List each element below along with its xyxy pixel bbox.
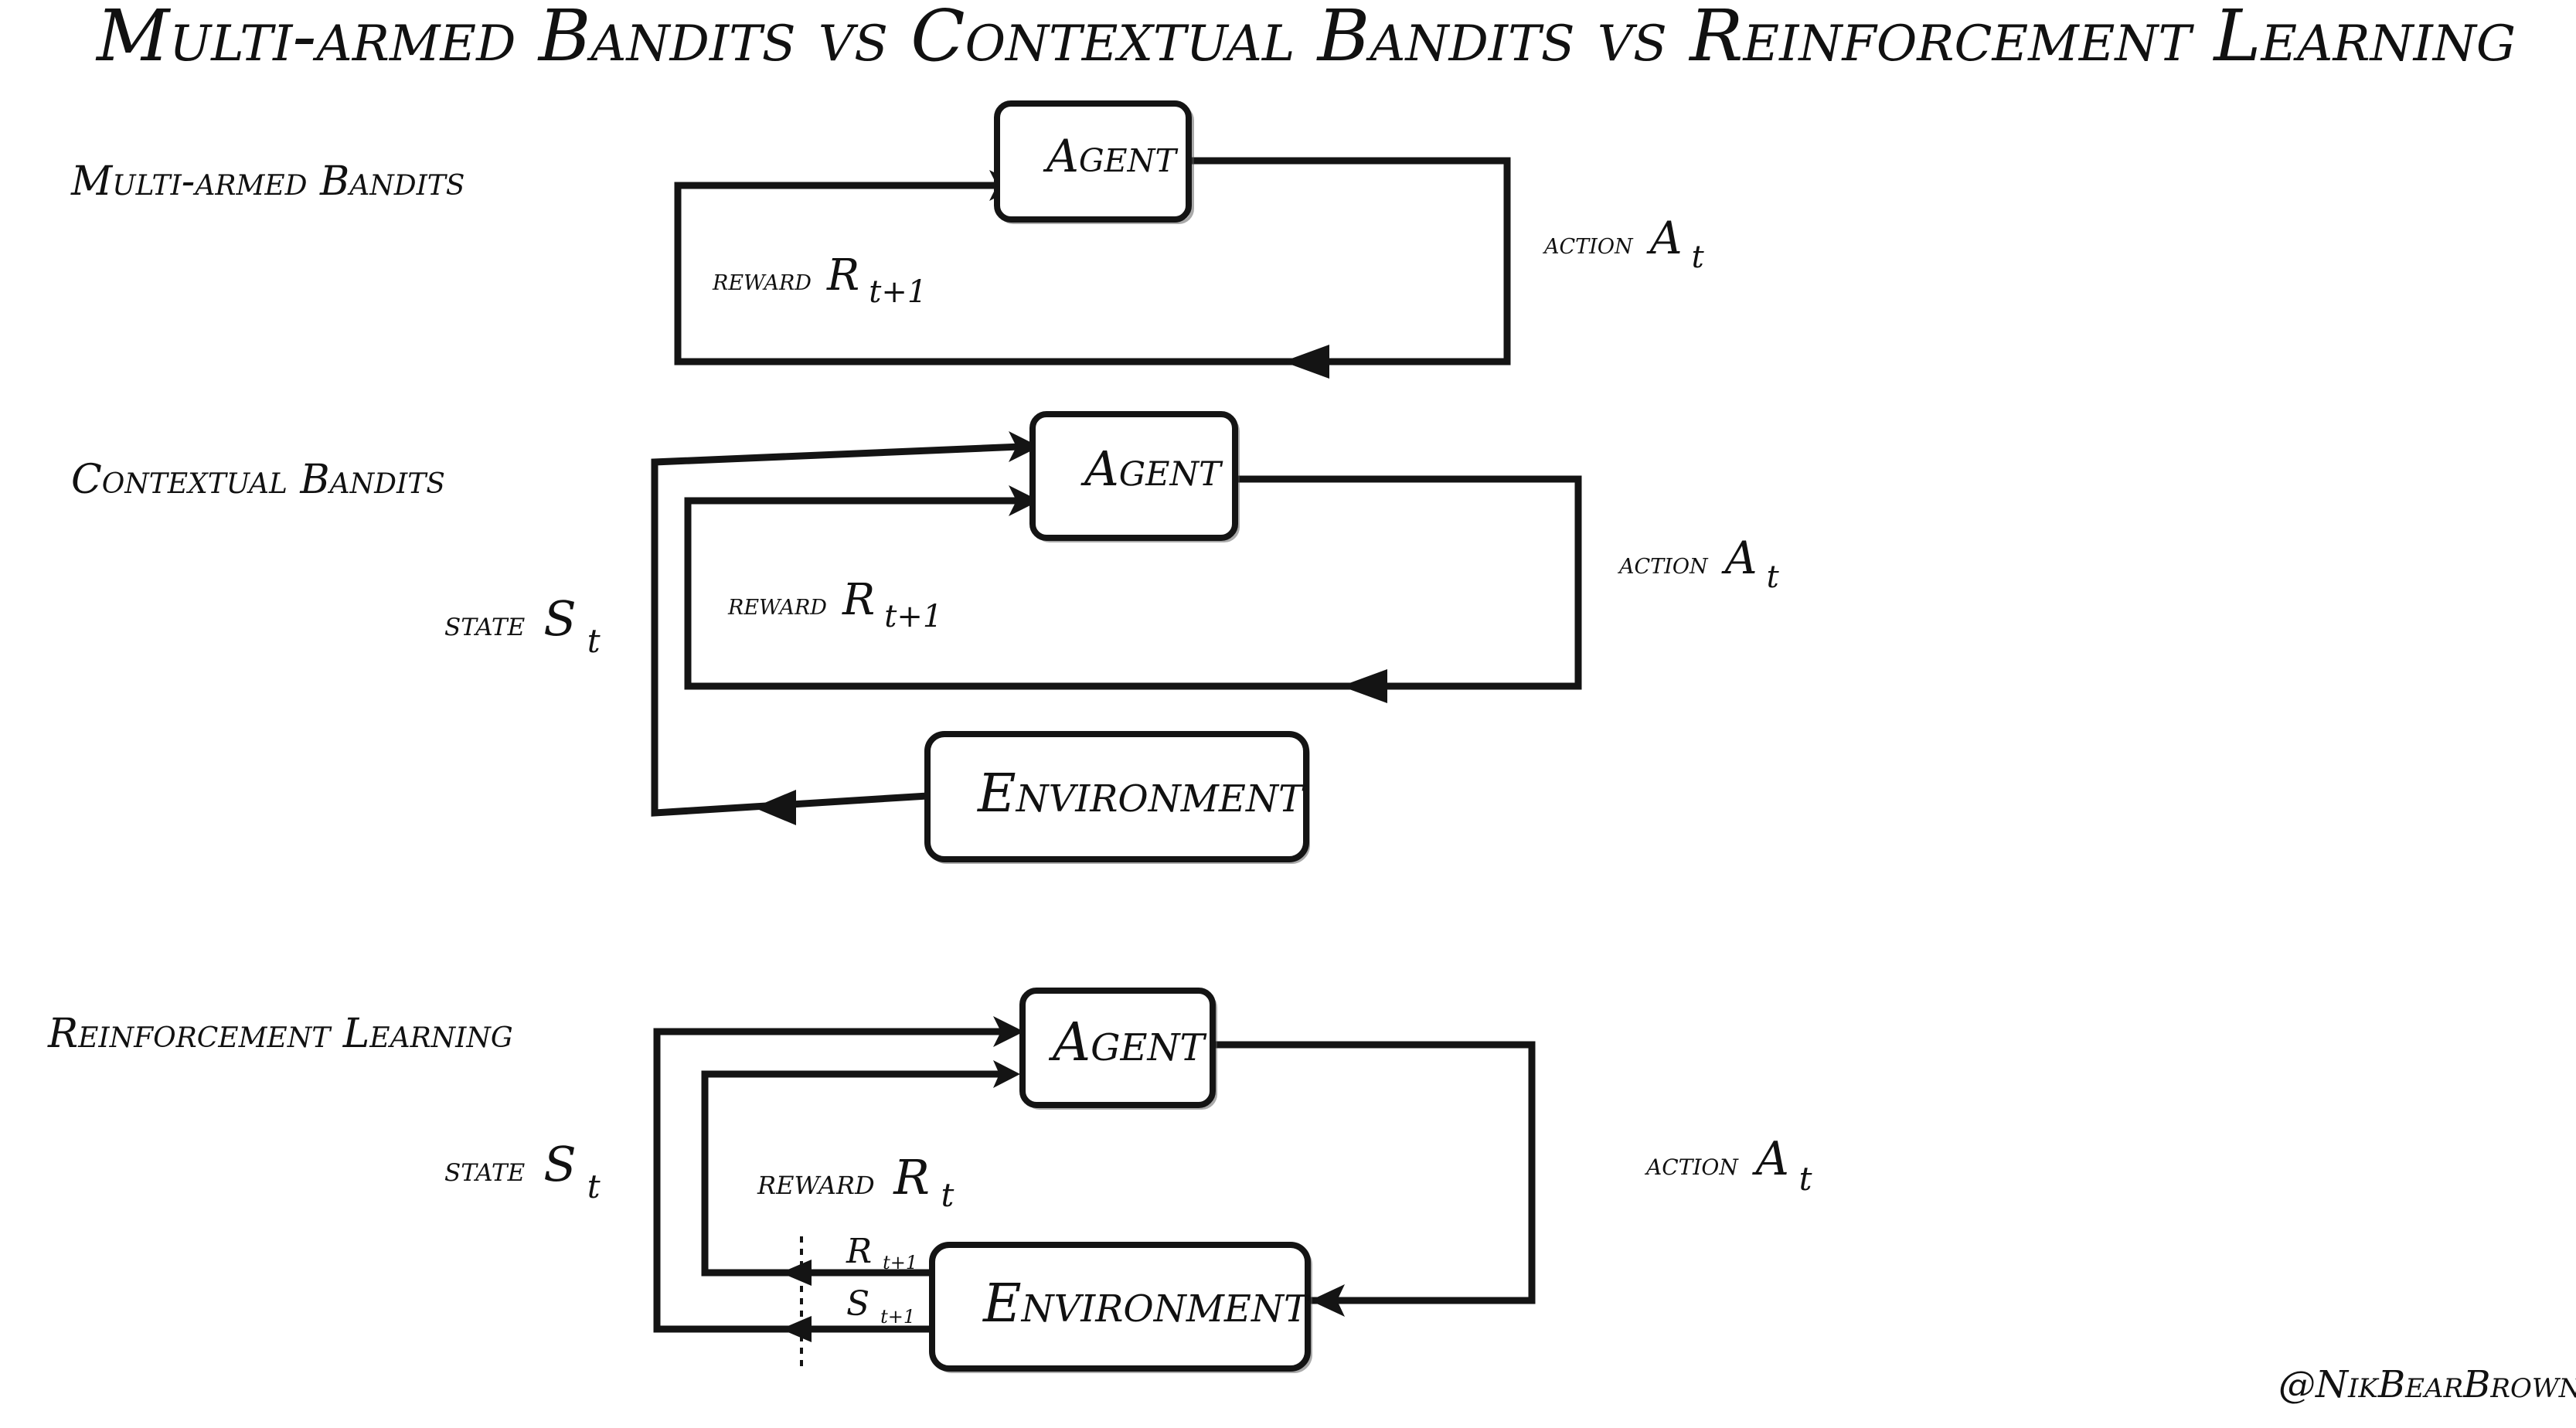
mab-agent-label: Agent bbox=[1043, 130, 1178, 182]
cb-environment-box bbox=[924, 731, 1309, 862]
cb-state-arrow bbox=[1009, 431, 1040, 462]
cb-section: Contextual Bandits Agent Environment act… bbox=[71, 411, 1780, 864]
rl-reward-arrow bbox=[993, 1060, 1020, 1088]
mab-action-arrow bbox=[1283, 345, 1329, 379]
cb-environment-label: Environment bbox=[976, 763, 1305, 824]
mab-reward-label: reward R t+1 bbox=[712, 250, 927, 310]
mab-agent-box bbox=[994, 100, 1192, 223]
cb-agent-label: Agent bbox=[1080, 440, 1223, 497]
mab-action-line bbox=[674, 157, 1511, 366]
cb-agent-box bbox=[1029, 411, 1238, 541]
rl-environment-box bbox=[929, 1242, 1311, 1372]
rl-action-line bbox=[1206, 1041, 1536, 1304]
mab-label: Multi-armed Bandits bbox=[70, 158, 464, 205]
cb-label: Contextual Bandits bbox=[71, 457, 445, 503]
cb-state-label: state S t bbox=[444, 590, 601, 660]
cb-reward-label: reward R t+1 bbox=[727, 575, 942, 634]
rl-state-arrow bbox=[993, 1016, 1024, 1047]
rl-environment-label: Environment bbox=[982, 1273, 1311, 1334]
rl-agent-box bbox=[1019, 988, 1216, 1108]
rl-reward-label: reward R t bbox=[757, 1149, 955, 1214]
cb-action-label: action A t bbox=[1617, 532, 1780, 595]
rl-action-label: action A t bbox=[1644, 1132, 1812, 1198]
mab-action-label: action A t bbox=[1542, 212, 1705, 275]
diagram-title: Multi-armed Bandits vs Contextual Bandit… bbox=[95, 0, 2516, 77]
cb-action-line bbox=[684, 475, 1582, 690]
cb-action-arrow bbox=[1341, 669, 1387, 703]
rl-label: Reinforcement Learning bbox=[47, 1011, 513, 1057]
rl-next-reward-label: R t+1 bbox=[846, 1232, 917, 1273]
rl-action-arrow bbox=[1310, 1284, 1345, 1317]
rl-reward-line bbox=[701, 1070, 1009, 1277]
mab-section: Multi-armed Bandits Agent action A t rew… bbox=[70, 100, 1705, 379]
watermark: @NikBearBrown bbox=[2278, 1363, 2576, 1406]
rl-section: Reinforcement Learning Agent Environment… bbox=[47, 988, 1812, 1373]
cb-reward-arrow bbox=[1009, 485, 1040, 516]
rl-state-label: state S t bbox=[444, 1136, 601, 1205]
rl-next-state-arrow bbox=[781, 1316, 812, 1342]
rl-next-reward-arrow bbox=[781, 1260, 812, 1286]
rl-agent-label: Agent bbox=[1048, 1012, 1206, 1073]
cb-env-out-arrow bbox=[754, 790, 796, 825]
rl-next-state-label: S t+1 bbox=[846, 1284, 915, 1328]
